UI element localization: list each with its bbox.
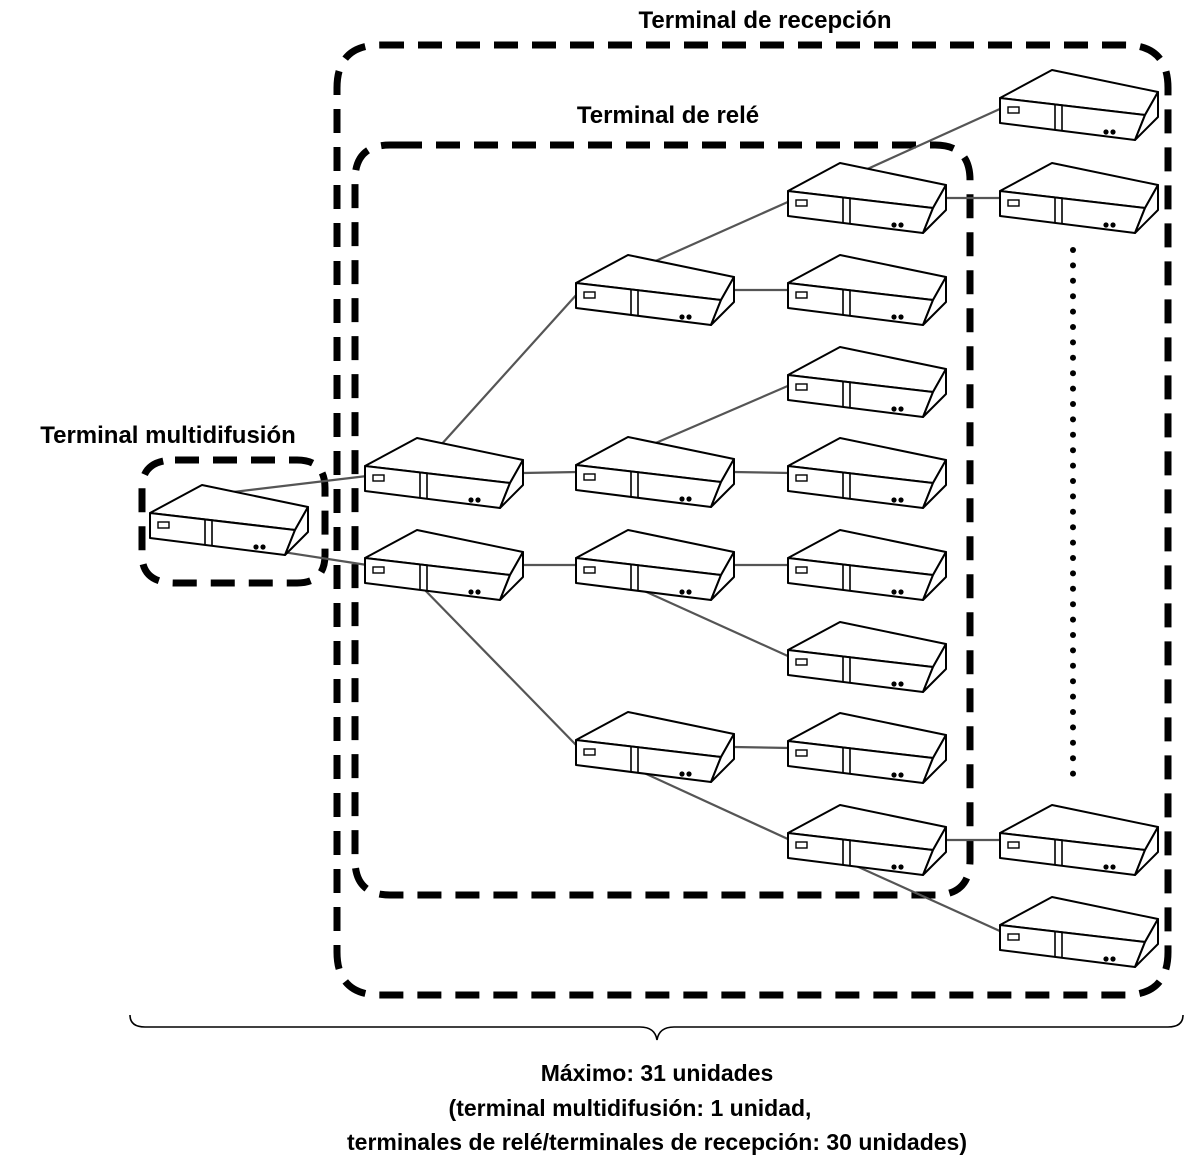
continuation-dots — [1070, 247, 1076, 777]
continuation-dot — [1070, 632, 1076, 638]
continuation-dot — [1070, 739, 1076, 746]
link-r1-r4 — [522, 470, 579, 475]
continuation-dot — [1070, 293, 1076, 300]
multicast-terminal-label: Terminal multidifusión — [40, 422, 296, 449]
device-r6 — [575, 711, 735, 783]
device-r1 — [364, 437, 524, 509]
continuation-dot — [1070, 493, 1076, 500]
device-r4 — [575, 436, 735, 508]
link-r2-r6 — [419, 584, 579, 748]
device-r9 — [787, 346, 947, 418]
device-r7 — [787, 162, 947, 234]
device-r8 — [787, 254, 947, 326]
continuation-dot — [1070, 339, 1076, 346]
device-r2 — [364, 529, 524, 601]
continuation-dot — [1070, 354, 1076, 361]
device-r13 — [787, 712, 947, 784]
continuation-dot — [1070, 462, 1076, 469]
link-r6-r14 — [630, 766, 791, 841]
caption-line-2: (terminal multidifusión: 1 unidad, — [449, 1095, 812, 1121]
brace — [129, 1014, 1184, 1041]
continuation-dot — [1070, 478, 1076, 484]
link-r6-r13 — [733, 745, 791, 750]
link-r1-r3 — [439, 292, 579, 447]
continuation-dot — [1070, 555, 1076, 561]
reception-group-frame — [333, 41, 1172, 999]
device-t4 — [999, 896, 1159, 968]
continuation-dot — [1070, 662, 1076, 669]
link-r4-r10 — [733, 470, 791, 475]
connection-lines — [204, 106, 1003, 934]
device-t2 — [999, 162, 1159, 234]
continuation-dot — [1070, 416, 1076, 423]
continuation-dot — [1070, 524, 1076, 531]
device-r14 — [787, 804, 947, 876]
continuation-dot — [1070, 262, 1076, 269]
continuation-dot — [1070, 616, 1076, 623]
caption-line-1: Máximo: 31 unidades — [541, 1060, 774, 1086]
link-r5-r12 — [630, 583, 791, 659]
device-r3 — [575, 254, 735, 326]
caption-line-3: terminales de relé/terminales de recepci… — [347, 1129, 967, 1155]
continuation-dot — [1070, 770, 1076, 777]
continuation-dot — [1070, 370, 1076, 377]
device-t3 — [999, 804, 1159, 876]
continuation-dot — [1070, 724, 1076, 731]
continuation-dot — [1070, 570, 1076, 577]
device-r5 — [575, 529, 735, 601]
continuation-dot — [1070, 678, 1076, 685]
continuation-dot — [1070, 601, 1076, 608]
continuation-dot — [1070, 755, 1076, 762]
link-mc-r1 — [224, 474, 368, 495]
devices — [149, 69, 1159, 968]
reception-terminal-label: Terminal de recepción — [639, 7, 892, 34]
relay-terminal-label: Terminal de relé — [577, 102, 759, 129]
continuation-dot — [1070, 247, 1076, 253]
device-t1 — [999, 69, 1159, 141]
link-r14-t4 — [842, 858, 1003, 934]
continuation-dot — [1070, 385, 1076, 392]
link-r7-t1 — [862, 106, 1003, 173]
relay-group-frame — [351, 141, 974, 899]
link-r4-r9 — [650, 383, 791, 447]
continuation-dot — [1070, 508, 1076, 515]
device-r11 — [787, 529, 947, 601]
continuation-dot — [1070, 308, 1076, 315]
continuation-dot — [1070, 709, 1076, 715]
continuation-dot — [1070, 401, 1076, 407]
device-r10 — [787, 437, 947, 509]
continuation-dot — [1070, 647, 1076, 654]
device-mc — [149, 484, 309, 556]
continuation-dot — [1070, 585, 1076, 592]
continuation-dot — [1070, 447, 1076, 454]
continuation-dot — [1070, 539, 1076, 546]
multicast-group-frame — [138, 456, 329, 587]
continuation-dot — [1070, 277, 1076, 284]
continuation-dot — [1070, 431, 1076, 438]
continuation-dot — [1070, 324, 1076, 330]
device-r12 — [787, 621, 947, 693]
continuation-dot — [1070, 693, 1076, 700]
link-r3-r7 — [650, 199, 791, 265]
